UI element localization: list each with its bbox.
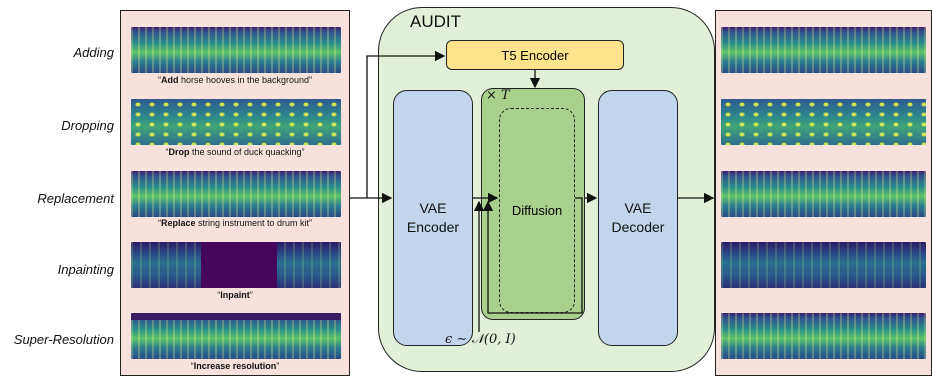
vae-decoder-block: VAE Decoder (598, 90, 678, 346)
vae-encoder-label-line2: Encoder (406, 219, 460, 235)
input-spectrogram-panel: “Add horse hooves in the background” “Dr… (120, 10, 350, 376)
input-spectrogram-inpainting (131, 242, 341, 288)
loop-back-arrow (482, 197, 583, 314)
audit-title: AUDIT (410, 12, 461, 31)
input-spectrogram-replacement (131, 171, 341, 217)
caption-super-resolution: “Increase resolution” (190, 361, 280, 371)
output-spectrogram-adding (721, 27, 926, 73)
task-label-inpainting: Inpainting (57, 262, 114, 277)
output-spectrogram-inpainting (721, 242, 926, 288)
input-spectrogram-adding (131, 27, 341, 73)
caption-replacement: “Replace string instrument to drum kit” (157, 218, 313, 228)
vae-encoder-label-line1: VAE (419, 200, 447, 216)
input-spectrogram-super-resolution (131, 313, 341, 359)
masked-region (201, 242, 277, 288)
task-label-adding: Adding (73, 45, 114, 60)
t5-encoder-block: T5 Encoder (446, 40, 624, 70)
repeat-label: × T (486, 88, 510, 103)
caption-inpainting: “Inpaint” (217, 290, 253, 300)
diffusion-loop-box (481, 88, 585, 320)
output-spectrogram-super-resolution (721, 313, 926, 359)
missing-high-frequency-band (131, 313, 341, 320)
task-label-super-resolution: Super-Resolution (13, 332, 114, 347)
caption-adding: “Add horse hooves in the background” (157, 75, 313, 85)
task-label-dropping: Dropping (61, 118, 114, 133)
task-label-replacement: Replacement (37, 191, 114, 206)
vae-decoder-label-line1: VAE (624, 200, 652, 216)
caption-dropping: “Drop the sound of duck quacking” (165, 147, 305, 157)
output-spectrogram-dropping (721, 99, 926, 145)
noise-label: ϵ ∼ 𝒩(0, I) (445, 332, 516, 347)
t5-encoder-label: T5 Encoder (501, 47, 569, 63)
output-spectrogram-replacement (721, 171, 926, 217)
output-spectrogram-panel (715, 10, 932, 376)
vae-encoder-block: VAE Encoder (393, 90, 473, 346)
input-spectrogram-dropping (131, 99, 341, 145)
diffusion-label: Diffusion (511, 203, 563, 218)
arrow-input-to-t5 (366, 50, 446, 198)
vae-decoder-label-line2: Decoder (611, 219, 665, 235)
